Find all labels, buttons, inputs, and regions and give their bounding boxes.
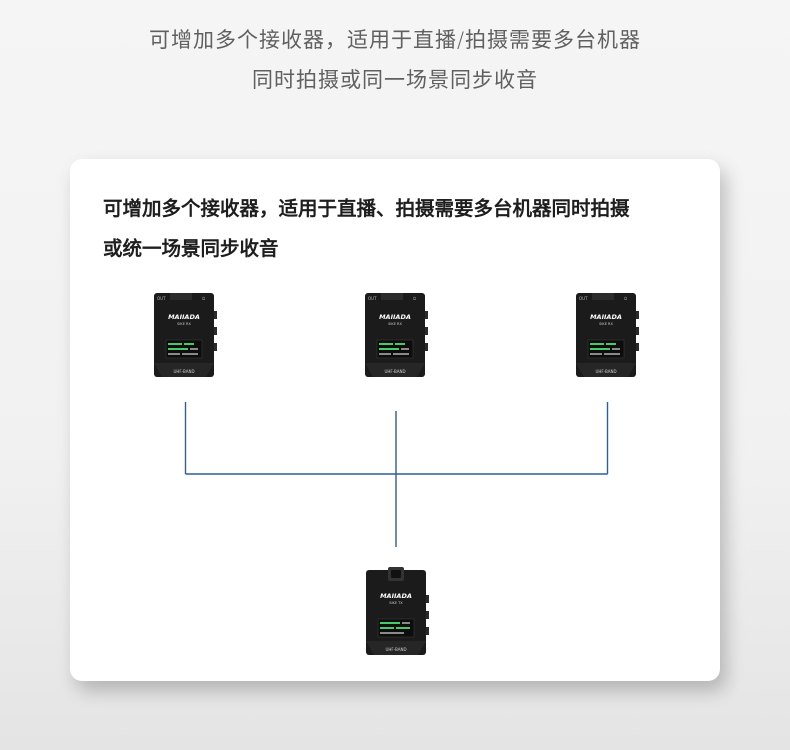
svg-text:⏻: ⏻ — [202, 296, 206, 301]
svg-text:⏻: ⏻ — [624, 296, 628, 301]
connection-diagram — [184, 402, 609, 547]
receiver-right: OUT ⏻ MAIIADA SIKE RX UHF-BAND — [574, 291, 640, 379]
transmitter: MAIIADA SIKE TX UHF-BAND — [364, 567, 430, 657]
card-description-line-1: 可增加多个接收器，适用于直播、拍摄需要多台机器同时拍摄 — [103, 197, 630, 220]
model-label: SIKE RX — [599, 322, 613, 326]
svg-text:⏻: ⏻ — [413, 296, 417, 301]
model-label: SIKE RX — [177, 322, 191, 326]
card-description-line-2: 或统一场景同步收音 — [103, 237, 279, 260]
brand-logo: MAIIADA — [168, 313, 200, 321]
headline-line-2: 同时拍摄或同一场景同步收音 — [252, 68, 538, 92]
out-label: OUT — [368, 296, 377, 301]
band-label: UHF-BAND — [173, 369, 194, 374]
receiver-left: OUT ⏻ MAIIADA SIKE RX UHF-BAND — [152, 291, 218, 379]
brand-logo: MAIIADA — [380, 592, 412, 600]
band-label: UHF-BAND — [384, 369, 405, 374]
card-description: 可增加多个接收器，适用于直播、拍摄需要多台机器同时拍摄 或统一场景同步收音 — [103, 189, 703, 269]
model-label: SIKE RX — [388, 322, 402, 326]
headline-line-1: 可增加多个接收器，适用于直播/拍摄需要多台机器 — [148, 28, 642, 52]
band-label: UHF-BAND — [385, 647, 406, 652]
band-label: UHF-BAND — [595, 369, 616, 374]
brand-logo: MAIIADA — [590, 313, 622, 321]
info-card: 可增加多个接收器，适用于直播、拍摄需要多台机器同时拍摄 或统一场景同步收音 OU… — [70, 159, 720, 681]
receiver-center: OUT ⏻ MAIIADA SIKE RX UHF-BAND — [363, 291, 429, 379]
model-label: SIKE TX — [389, 601, 403, 605]
out-label: OUT — [157, 296, 166, 301]
out-label: OUT — [579, 296, 588, 301]
brand-logo: MAIIADA — [379, 313, 411, 321]
